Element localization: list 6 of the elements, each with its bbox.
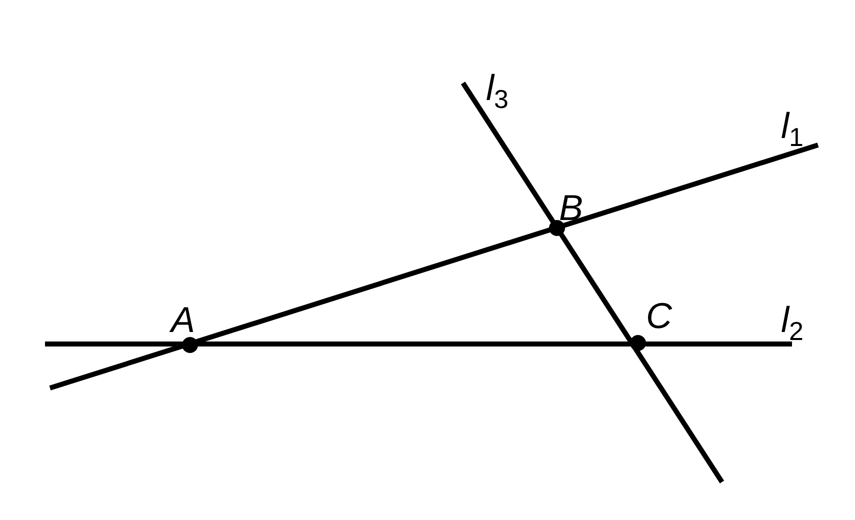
point-label: B	[559, 190, 584, 226]
line-label: l$_{1}$	[781, 108, 804, 150]
line-label: l$_{2}$	[781, 302, 804, 344]
point-label: C	[646, 298, 672, 334]
line-label: l$_{3}$	[486, 70, 508, 112]
point-label: A	[171, 302, 196, 338]
